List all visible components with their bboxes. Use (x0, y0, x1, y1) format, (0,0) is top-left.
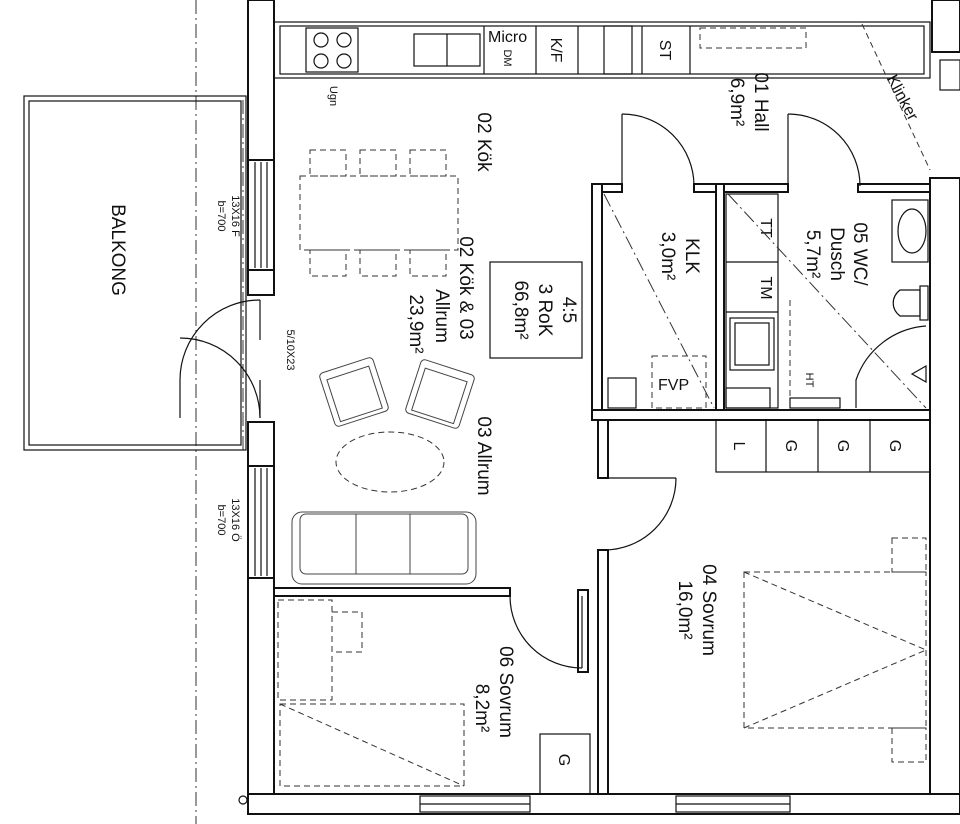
window-2-size: 13X16 Ö (229, 498, 241, 542)
kitchen-living-line1: 02 Kök & 03 (455, 236, 476, 340)
dishwasher-label: DM (501, 49, 513, 66)
interior-walls (273, 183, 931, 795)
klk-area: 3,0m² (657, 232, 678, 281)
bedroom-04-area: 16,0m² (674, 580, 695, 639)
armchairs (319, 357, 475, 429)
kitchen-name: 02 Kök (473, 112, 494, 172)
bedroom-06-name: 06 Sovrum (495, 646, 516, 738)
tumble-dryer-label: TT (757, 218, 774, 238)
oven-label: Ugn (327, 86, 339, 106)
balcony: BALKONG (23, 95, 247, 451)
balcony-door-size: 5/10X23 (284, 330, 296, 371)
klk-name: KLK (681, 238, 702, 274)
window-1-size: 13X16 F (229, 195, 241, 237)
bedroom-06-area: 8,2m² (471, 684, 492, 733)
stove-icon (305, 27, 359, 73)
closet-label: ST (656, 40, 673, 61)
wc-line2: Dusch (826, 227, 847, 281)
wc-line1: 05 WC/ (849, 222, 870, 286)
kitchen-counter (273, 21, 931, 79)
towel-dryer-label: HT (803, 373, 815, 388)
dining-table (299, 149, 459, 277)
micro-label: Micro (488, 29, 527, 46)
bedroom-06-furniture (277, 599, 591, 795)
kitchen-living-area: 23,9m² (405, 294, 426, 353)
wc-area: 5,7m² (802, 230, 823, 279)
sofa (291, 511, 477, 585)
coffee-table (335, 431, 445, 493)
window-1-width: b=700 (215, 201, 227, 232)
kitchen-living-line2: Allrum (431, 289, 452, 343)
living-room-name: 03 Allrum (473, 416, 494, 495)
exterior-walls (247, 0, 960, 815)
bedroom-04-bed (743, 537, 927, 763)
balcony-door (179, 299, 261, 419)
wardrobe-label-2: G (834, 440, 851, 452)
fridge-freezer-label: K/F (547, 38, 564, 63)
apartment-info-box (489, 261, 583, 359)
bedroom-04-name: 04 Sovrum (698, 564, 719, 656)
toilet-icon (892, 289, 921, 317)
linen-closet-label: L (730, 442, 747, 451)
balcony-label: BALKONG (107, 204, 128, 296)
washing-machine-label: TM (757, 276, 774, 299)
wardrobe-label-1: G (782, 440, 799, 452)
apartment-area: 66,8m² (510, 280, 531, 339)
apartment-type: 4:5 (558, 297, 579, 323)
window-2-width: b=700 (215, 505, 227, 536)
washbasin-icon (891, 199, 929, 263)
interior-doors (509, 113, 861, 669)
klinker-label: Klinker (883, 72, 921, 124)
apartment-rooms: 3 RoK (534, 284, 555, 337)
hall-name: 01 Hall (750, 72, 771, 131)
fvp-label: FVP (658, 377, 689, 394)
wardrobe-label-4: G (555, 754, 572, 766)
hall-storage (715, 419, 931, 473)
hall-area: 6,9m² (726, 78, 747, 127)
wardrobe-label-3: G (886, 440, 903, 452)
